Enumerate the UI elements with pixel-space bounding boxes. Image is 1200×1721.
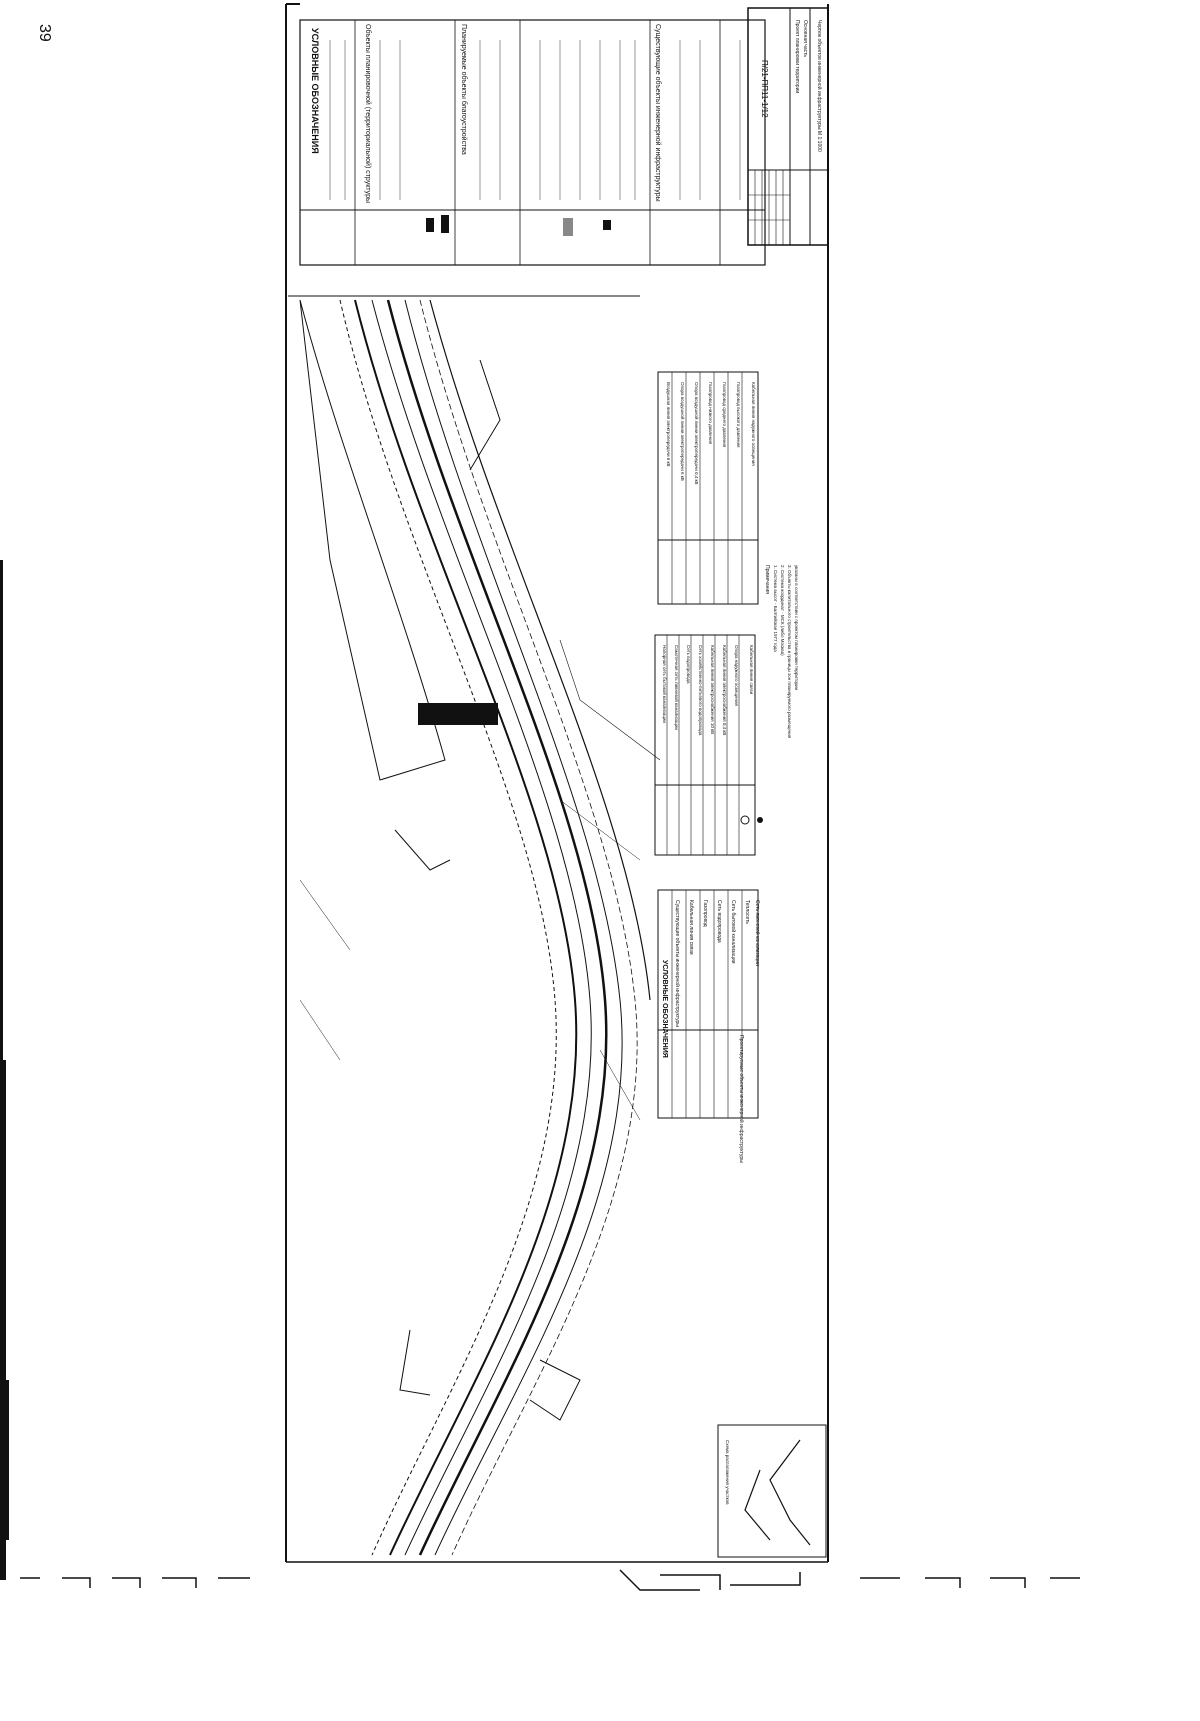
legend-section-3: Существующие объекты инженерной инфрастр… (654, 24, 662, 202)
legend-table-existing: УСЛОВНЫЕ ОБОЗНАЧЕНИЯ Существующие объект… (657, 889, 761, 1163)
table1-heading: Существующие объекты инженерной инфрастр… (674, 900, 681, 1027)
note-line: указаны в соответствии с проектом планир… (794, 565, 799, 690)
inset-title: Схема расположения участков (725, 1440, 730, 1505)
table2-row: Кабельная линия связи (749, 645, 754, 695)
table3-row: Опора воздушной линии электропередачи 6 … (680, 382, 686, 481)
table2-row: Сеть водопровода (686, 645, 691, 684)
table3-row: Газопровод высокого давления (736, 382, 741, 448)
note-line: 3. Объекты капитального строительства и … (787, 565, 792, 739)
table3-row: Газопровод среднего давления (722, 382, 727, 448)
title-line-1: Проект планировки территории (794, 20, 800, 93)
drawing-notes: Примечания 1. Система высот - Балтийская… (764, 565, 799, 739)
table1-row: Сеть ливневой канализации (754, 900, 761, 966)
legend-table-planned: Напорная сеть бытовой канализации Самоте… (654, 634, 763, 856)
table3-row: Опора воздушной линии электропередачи 0,… (694, 382, 700, 484)
table2-row: Сеть хозяйственно-питьевого водопровода (698, 645, 704, 736)
table2-row: Самотечная сеть ливневой канализации (674, 645, 680, 730)
table3-row: Газопровод низкого давления (708, 382, 713, 445)
legend-table-power-gas: Воздушная линия электропередачи 6 кВ Опо… (657, 371, 759, 605)
table2-row: Опора наружного освещения (734, 645, 739, 706)
table1-title: УСЛОВНЫЕ ОБОЗНАЧЕНИЯ (661, 960, 668, 1058)
table1-row: Газопровод (702, 900, 708, 927)
cut-marks (20, 1569, 1080, 1591)
road-corridor-plan (299, 299, 661, 1556)
table3-row: Воздушная линия электропередачи 6 кВ (666, 382, 671, 467)
table2-row: Кабельная линия электроснабжения 10 кВ (710, 645, 715, 734)
table3-row: Кабельная линия наружного освещения (751, 382, 756, 466)
legend-title: УСЛОВНЫЕ ОБОЗНАЧЕНИЯ (310, 28, 320, 154)
table1-row: Сеть бытовой канализации (730, 900, 737, 964)
inset-location-scheme: Схема расположения участков (717, 1424, 827, 1558)
main-legend: УСЛОВНЫЕ ОБОЗНАЧЕНИЯ Объекты планировочн… (299, 19, 766, 266)
note-line: 2. Система координат - МСК (либо Москва) (780, 565, 785, 656)
page-number: 39 (36, 24, 53, 42)
title-line-2: Основная часть (802, 20, 808, 57)
legend-section-2: Планируемые объекты благоустройства (460, 24, 468, 155)
table2-row: Напорная сеть бытовой канализации (662, 645, 668, 723)
table1-row: Кабельная линия связи (688, 900, 694, 955)
table1-row: Сеть водопровода (716, 900, 722, 943)
title-line-3: Чертеж объектов инженерной инфраструктур… (816, 20, 823, 152)
scan-edge-noise (0, 560, 9, 1580)
drawing-code: П/21-ПП11-1/12 (760, 60, 769, 118)
notes-title: Примечания (764, 565, 770, 594)
table1-heading-2: Проектируемые объекты инженерной инфраст… (738, 1035, 745, 1163)
legend-section-1: Объекты планировочной (территориальной) … (364, 24, 372, 203)
note-line: 1. Система высот - Балтийская 1977 года (773, 565, 779, 652)
table2-row: Кабельная линия электроснабжения 0,4 кВ (722, 645, 727, 735)
table1-row: Теплосеть (744, 900, 750, 924)
title-block: П/21-ПП11-1/12 Проект планировки террито… (747, 7, 829, 246)
sheet-frame (285, 3, 829, 1563)
